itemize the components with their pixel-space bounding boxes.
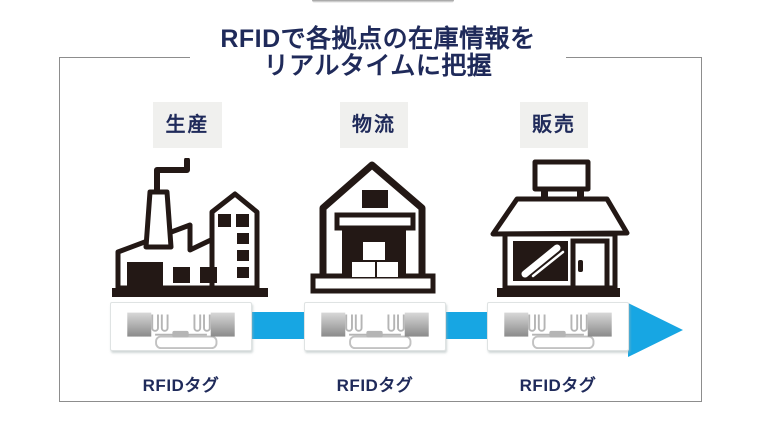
- rfid-tag-caption-sales: RFIDタグ: [519, 376, 597, 395]
- factory-icon: [110, 157, 270, 298]
- rfid-tag-caption-logistics: RFIDタグ: [336, 376, 414, 395]
- rfid-tag-caption-production: RFIDタグ: [142, 376, 220, 395]
- title-line-1: RFIDで各拠点の在庫情報を: [220, 25, 536, 53]
- stage-label-production: 生産: [153, 102, 222, 148]
- store-icon: [477, 158, 637, 298]
- top-edge-artifact: [312, 0, 454, 3]
- stage-label-sales: 販売: [520, 102, 588, 148]
- rfid-tag-image-logistics: [304, 302, 446, 351]
- diagram-title: RFIDで各拠点の在庫情報を リアルタイムに把握: [190, 26, 566, 84]
- warehouse-icon: [294, 156, 454, 296]
- rfid-tag-image-production: [110, 302, 252, 351]
- stage-label-logistics: 物流: [340, 102, 408, 148]
- title-line-2: リアルタイムに把握: [263, 52, 493, 80]
- rfid-tag-image-sales: [487, 302, 629, 351]
